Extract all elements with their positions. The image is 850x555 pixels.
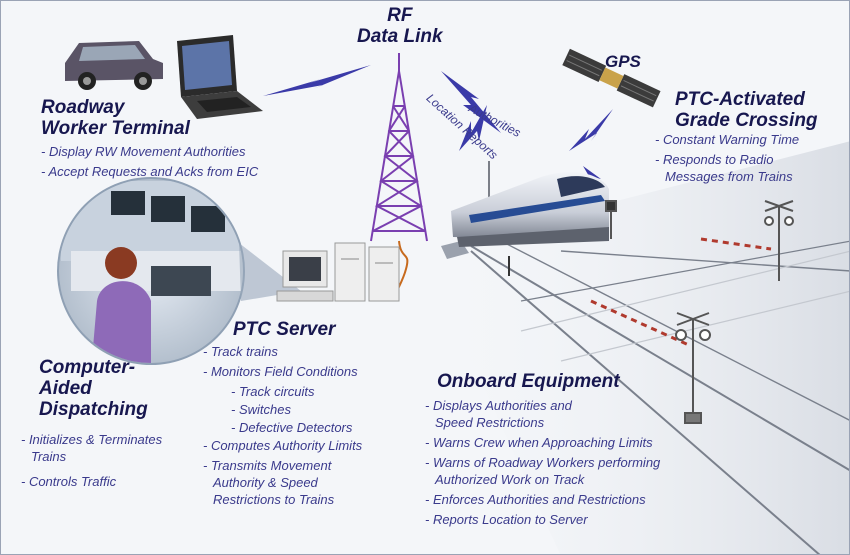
ptc-server-computer xyxy=(276,242,400,302)
roadway-worker-terminal-title: Roadway Worker Terminal xyxy=(41,97,190,139)
ptc-server-list: - Track trains - Monitors Field Conditio… xyxy=(203,343,362,511)
roadway-title-line1: Roadway xyxy=(41,97,125,118)
ptc-server-title: PTC Server xyxy=(233,319,336,340)
list-item: - Reports Location to Server xyxy=(425,512,588,527)
list-item: - Monitors Field Conditions xyxy=(203,364,358,379)
list-item: - Accept Requests and Acks from EIC xyxy=(41,164,259,179)
list-item: - Warns Crew when Approaching Limits xyxy=(425,435,653,450)
list-item: Authority & Speed xyxy=(213,475,318,490)
list-item: - Controls Traffic xyxy=(21,474,117,489)
list-item: - Warns of Roadway Workers performing xyxy=(425,455,661,470)
list-item: - Displays Authorities and xyxy=(425,398,572,413)
laptop xyxy=(177,35,263,119)
cad-title-line3: Dispatching xyxy=(39,399,148,420)
list-item: Authorized Work on Track xyxy=(435,472,585,487)
crossing-gate-arms xyxy=(590,237,772,348)
list-item: - Initializes & Terminates xyxy=(21,432,163,447)
gps-satellite xyxy=(562,48,661,108)
cad-list: - Initializes & Terminates Trains - Cont… xyxy=(21,431,162,493)
list-item: Messages from Trains xyxy=(665,169,793,184)
list-item: - Constant Warning Time xyxy=(655,132,800,147)
onboard-equipment-list: - Displays Authorities and Speed Restric… xyxy=(425,397,660,531)
list-item: Restrictions to Trains xyxy=(213,492,335,507)
list-item: - Responds to Radio xyxy=(655,152,774,167)
list-item: - Switches xyxy=(231,402,291,417)
grade-title-line1: PTC-Activated xyxy=(675,89,805,110)
cad-title-line2: Aided xyxy=(39,378,92,399)
gps-label: GPS xyxy=(605,52,641,71)
dispatcher-photo xyxy=(57,177,245,365)
radio-links xyxy=(263,65,613,191)
grade-crossing-title: PTC-Activated Grade Crossing xyxy=(675,89,818,131)
list-item: - Enforces Authorities and Restrictions xyxy=(425,492,646,507)
ground-area xyxy=(421,141,849,554)
grade-crossing-list: - Constant Warning Time - Responds to Ra… xyxy=(655,131,799,188)
roadway-worker-list: - Display RW Movement Authorities - Acce… xyxy=(41,143,258,183)
rf-label-line1: RF xyxy=(387,5,413,26)
list-item: - Track trains xyxy=(203,344,278,359)
crossing-signal-far xyxy=(764,200,794,281)
list-item: Trains xyxy=(31,449,67,464)
radio-tower xyxy=(370,53,428,242)
crossing-signal-near xyxy=(675,312,711,424)
cad-title-line1: Computer- xyxy=(39,357,136,378)
list-item: - Computes Authority Limits xyxy=(203,438,363,453)
crossing-road xyxy=(520,250,849,362)
list-item: Speed Restrictions xyxy=(435,415,545,430)
railroad-tracks xyxy=(470,240,849,554)
list-item: - Defective Detectors xyxy=(231,420,353,435)
grade-title-line2: Grade Crossing xyxy=(675,110,818,131)
roadway-title-line2: Worker Terminal xyxy=(41,118,190,139)
suv-vehicle xyxy=(65,41,163,90)
list-item: - Display RW Movement Authorities xyxy=(41,144,246,159)
train xyxy=(451,172,609,247)
track-signal xyxy=(605,200,617,239)
list-item: - Transmits Movement xyxy=(203,458,332,473)
list-item: - Track circuits xyxy=(231,384,315,399)
rf-label-line2: Data Link xyxy=(357,26,443,47)
onboard-equipment-title: Onboard Equipment xyxy=(437,371,620,392)
cad-title: Computer- Aided Dispatching xyxy=(39,357,148,420)
rf-data-link-label: RF Data Link xyxy=(357,5,443,47)
